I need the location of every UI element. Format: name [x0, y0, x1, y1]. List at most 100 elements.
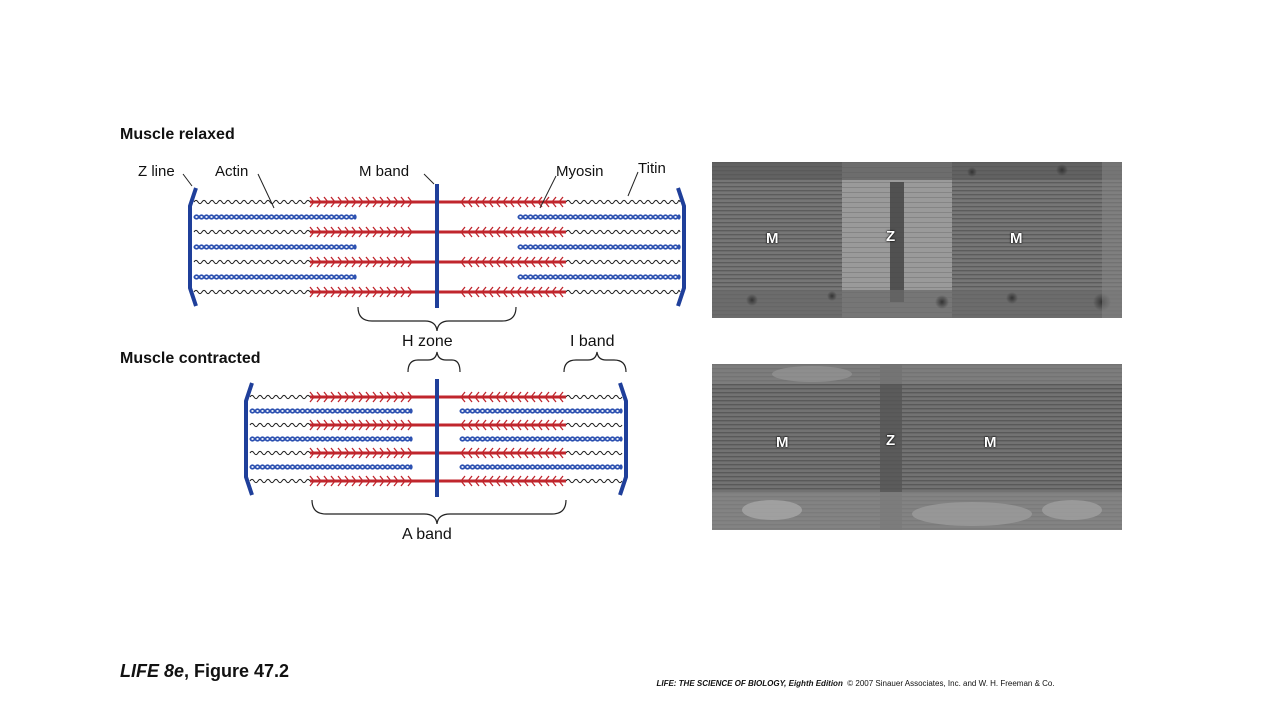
myosin-head	[551, 256, 557, 268]
myosin-head	[516, 256, 522, 268]
myosin-head	[495, 256, 501, 268]
myosin-head	[372, 447, 378, 459]
myosin-head	[393, 226, 399, 238]
myosin-head	[474, 256, 480, 268]
myosin-head	[372, 475, 378, 487]
titin-strand	[193, 229, 311, 235]
myosin-head	[309, 475, 315, 487]
myosin-head	[488, 226, 494, 238]
credit-italic: LIFE: THE SCIENCE OF BIOLOGY, Eighth Edi…	[656, 679, 843, 688]
myosin-head	[488, 286, 494, 298]
myosin-head	[509, 475, 515, 487]
actin-filament	[459, 436, 623, 442]
myosin-head	[323, 286, 329, 298]
myosin-head	[516, 475, 522, 487]
myosin-head	[323, 256, 329, 268]
myosin-head	[530, 286, 536, 298]
myosin-head	[460, 391, 466, 403]
actin-filament	[459, 436, 623, 442]
myosin-head	[481, 286, 487, 298]
myosin-head	[495, 196, 501, 208]
myosin-head	[488, 391, 494, 403]
myosin-head	[481, 196, 487, 208]
myosin-head	[393, 475, 399, 487]
i-band-label: I band	[570, 333, 615, 350]
myosin-head	[372, 286, 378, 298]
myosin-head	[393, 196, 399, 208]
z-line-left	[188, 187, 198, 307]
myosin-head	[323, 475, 329, 487]
myosin-head	[344, 447, 350, 459]
myosin-head	[509, 391, 515, 403]
h-zone-brace-contracted	[407, 351, 461, 373]
micrograph-contracted-m-left: M	[776, 434, 789, 451]
myosin-head	[351, 196, 357, 208]
myosin-head	[460, 475, 466, 487]
myosin-head	[309, 419, 315, 431]
micrograph-relaxed: M Z M	[712, 162, 1122, 318]
myosin-head	[474, 286, 480, 298]
h-zone-brace-relaxed	[357, 306, 517, 332]
myosin-head	[537, 447, 543, 459]
myosin-head	[502, 196, 508, 208]
myosin-head	[372, 196, 378, 208]
myosin-head	[379, 391, 385, 403]
myosin-head	[316, 475, 322, 487]
titin-strand	[565, 259, 681, 265]
micrograph-contracted-m-right: M	[984, 434, 997, 451]
myosin-head	[365, 226, 371, 238]
titin-strand	[249, 450, 311, 456]
myosin-head	[386, 196, 392, 208]
myosin-head	[460, 196, 466, 208]
myosin-head	[488, 475, 494, 487]
actin-filament	[193, 274, 357, 280]
myosin-head	[474, 196, 480, 208]
myosin-head	[530, 196, 536, 208]
myosin-head	[495, 286, 501, 298]
myosin-head	[337, 196, 343, 208]
myosin-head	[344, 196, 350, 208]
titin-strand	[565, 422, 623, 428]
myosin-head	[495, 419, 501, 431]
myosin-head	[467, 286, 473, 298]
myosin-head	[509, 256, 515, 268]
myosin-head	[400, 475, 406, 487]
myosin-head	[379, 256, 385, 268]
myosin-head	[537, 391, 543, 403]
myosin-head	[365, 286, 371, 298]
myosin-head	[516, 286, 522, 298]
myosin-head	[337, 447, 343, 459]
myosin-head	[407, 447, 413, 459]
actin-filament	[459, 408, 623, 414]
figure-caption-rest: , Figure 47.2	[184, 661, 290, 681]
myosin-head	[544, 391, 550, 403]
myosin-head	[558, 256, 564, 268]
myosin-head	[481, 475, 487, 487]
actin-filament	[249, 464, 413, 470]
myosin-head	[309, 196, 315, 208]
myosin-head	[316, 447, 322, 459]
myosin-head	[365, 447, 371, 459]
myosin-head	[551, 226, 557, 238]
micrograph-relaxed-m-right: M	[1010, 230, 1023, 247]
myosin-head	[481, 226, 487, 238]
myosin-head	[323, 447, 329, 459]
myosin-head	[379, 447, 385, 459]
myosin-head	[502, 286, 508, 298]
myosin-head	[509, 196, 515, 208]
myosin-head	[323, 196, 329, 208]
myosin-head	[544, 475, 550, 487]
myosin-head	[460, 447, 466, 459]
myosin-head	[537, 256, 543, 268]
myosin-head	[393, 447, 399, 459]
actin-filament	[517, 244, 681, 250]
myosin-head	[316, 419, 322, 431]
credit-rest: © 2007 Sinauer Associates, Inc. and W. H…	[842, 679, 1055, 688]
myosin-head	[400, 286, 406, 298]
titin-strand	[193, 259, 311, 265]
micrograph-contracted-z: Z	[886, 432, 896, 449]
z-line-left	[244, 382, 254, 496]
myosin-head	[460, 286, 466, 298]
actin-filament	[193, 214, 357, 220]
actin-filament	[193, 244, 357, 250]
